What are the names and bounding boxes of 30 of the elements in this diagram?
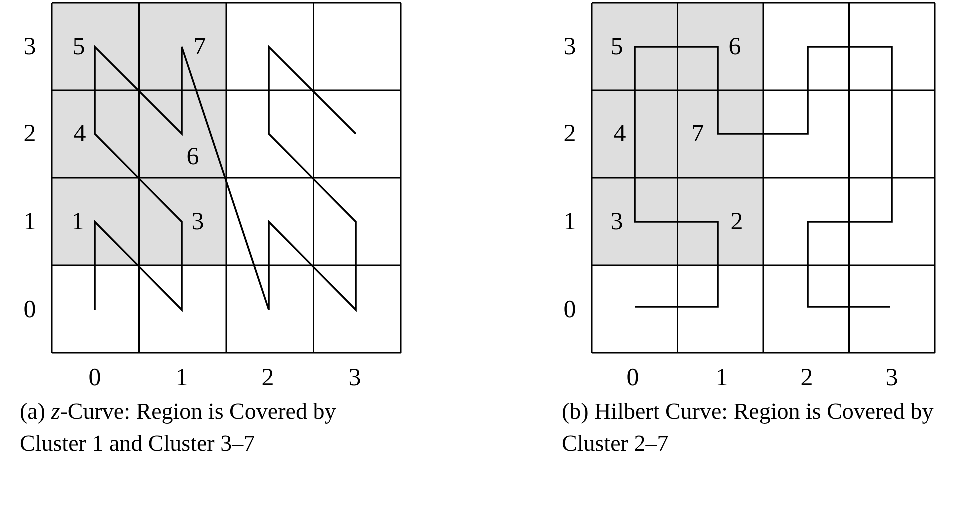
cell-number: 3 [610, 210, 624, 234]
cell-number: 5 [72, 34, 86, 60]
cell-number: 3 [192, 210, 204, 234]
cell-number: 4 [74, 122, 86, 146]
row-number: 2 [564, 122, 576, 146]
row-number: 0 [24, 298, 36, 322]
cell-number: 2 [730, 210, 744, 234]
column-number: 3 [348, 366, 362, 390]
column-number: 1 [716, 366, 728, 390]
cell-number: 6 [728, 34, 742, 60]
cell-number: 4 [614, 122, 626, 146]
column-number: 3 [886, 366, 898, 390]
caption: (a) z-Curve: Region is Covered by Cluster 1 and Cluster 3–7 [20, 398, 338, 458]
column-number: 0 [88, 366, 102, 390]
row-number: 3 [24, 34, 36, 60]
cell-number: 7 [194, 34, 206, 60]
cell-number: 6 [186, 144, 200, 170]
column-number: 2 [262, 366, 274, 390]
column-number: 2 [800, 366, 814, 390]
column-number: 1 [176, 366, 188, 390]
row-number: 1 [24, 210, 36, 234]
row-number: 0 [564, 298, 576, 322]
row-number: 3 [564, 34, 576, 60]
column-number: 0 [626, 366, 640, 390]
caption: (b) Hilbert Curve: Region is Covered by Cluster 2–7 [562, 398, 935, 458]
cell-number: 1 [72, 210, 84, 234]
cell-number: 5 [610, 34, 624, 60]
cell-number: 7 [692, 122, 704, 146]
row-number: 1 [564, 210, 576, 234]
row-number: 2 [24, 122, 36, 146]
